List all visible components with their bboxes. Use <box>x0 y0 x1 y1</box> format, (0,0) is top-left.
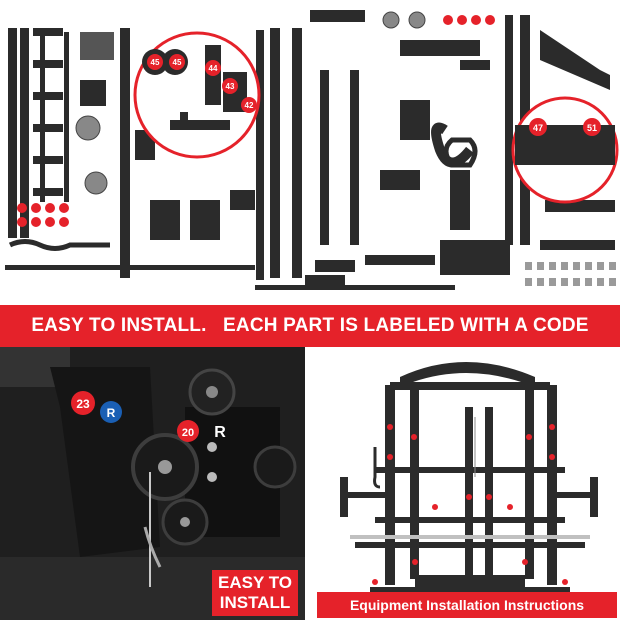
instructions-caption-text: Equipment Installation Instructions <box>349 597 585 613</box>
part-label-45b: 45 <box>173 58 182 67</box>
badge-20: 20 <box>182 427 194 439</box>
parts-illustration: 45 45 44 43 42 47 51 <box>5 10 619 290</box>
easy-install-line-1: EASY TO <box>217 573 292 592</box>
part-label-42: 42 <box>245 101 254 110</box>
instructions-caption: Equipment Installation Instructions <box>317 592 617 618</box>
install-banner: EASY TO INSTALL. EACH PART IS LABELED WI… <box>0 305 620 347</box>
part-label-44: 44 <box>209 64 218 73</box>
zoom-circle-right: 47 51 <box>511 96 619 204</box>
part-label-47: 47 <box>533 123 543 133</box>
part-label-51: 51 <box>587 123 597 133</box>
parts-layout-panel: 45 45 44 43 42 47 51 <box>0 0 620 300</box>
badge-23: 23 <box>76 397 90 411</box>
photo-divider <box>305 347 315 620</box>
pulley-letter-r: R <box>214 424 226 441</box>
easy-install-line-2: INSTALL <box>219 593 291 612</box>
pulley-closeup-photo: 23 R 20 R <box>0 347 305 620</box>
zoom-circle-left: 45 45 44 43 42 <box>133 31 261 159</box>
badge-r-blue: R <box>107 406 116 420</box>
assembled-rack-photo <box>315 347 620 620</box>
pulley-closeup-illustration: 23 R 20 R <box>0 347 305 620</box>
part-label-45a: 45 <box>151 58 160 67</box>
banner-text: EASY TO INSTALL. EACH PART IS LABELED WI… <box>31 315 589 336</box>
part-label-43: 43 <box>226 82 235 91</box>
assembled-rack-illustration <box>315 347 620 620</box>
easy-install-tag: EASY TO INSTALL <box>212 570 298 616</box>
